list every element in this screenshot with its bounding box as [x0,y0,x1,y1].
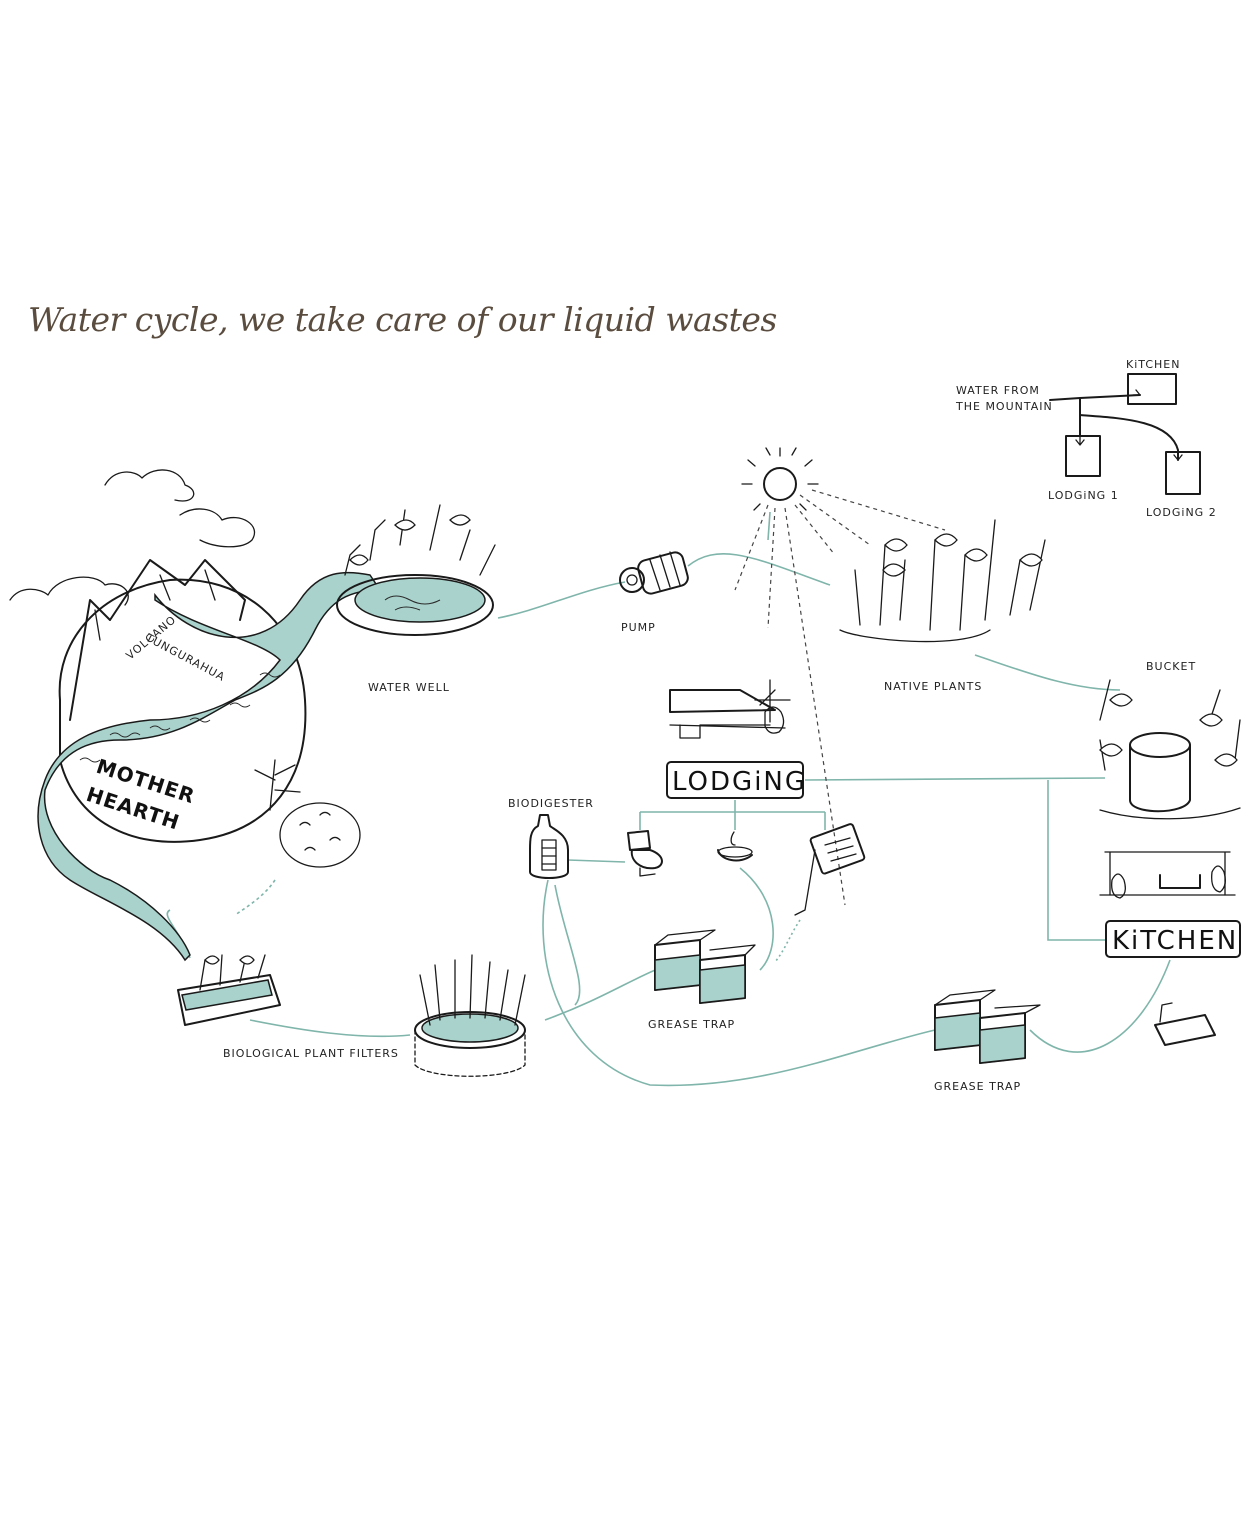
bucket-icon: BUCKET [1099,660,1241,820]
inset-schematic: WATER FROM THE MOUNTAIN KiTCHEN LODGiNG … [955,358,1217,519]
inset-source-label: WATER FROM [956,384,1040,397]
biodigester-label: BIODIGESTER [508,797,594,810]
kitchen-sink-icon [1154,1002,1216,1046]
kitchen-box: KiTCHEN [1105,920,1241,958]
grease-trap-2-icon: GREASE TRAP [934,989,1041,1093]
water-well-icon: WATER WELL [336,504,496,694]
kitchen-label: KiTCHEN [1112,926,1238,956]
sink-icon [717,831,753,862]
water-well-label: WATER WELL [368,681,450,694]
reed-bed-icon [414,954,526,1077]
grease-trap-2-label: GREASE TRAP [934,1080,1021,1093]
lodging-box: LODGiNG [666,761,807,799]
biodigester-icon: BIODIGESTER [508,797,594,879]
native-plants-label: NATIVE PLANTS [884,680,982,693]
inset-lodging-2-label: LODGiNG 2 [1146,506,1217,519]
flow-lines [166,553,1171,1087]
bucket-label: BUCKET [1146,660,1196,673]
lodging-label: LODGiNG [672,767,807,797]
pump-icon: PUMP [619,551,689,634]
lodging-building-icon [669,679,791,739]
grease-trap-1-icon: GREASE TRAP [648,929,756,1031]
native-plants-icon: NATIVE PLANTS [839,519,1046,693]
inset-lodging-1-label: LODGiNG 1 [1048,489,1119,502]
kitchen-building-icon [1099,851,1236,899]
toilet-icon [627,830,663,877]
shrub-icon [234,759,361,916]
biological-plant-filters-label: BIOLOGICAL PLANT FILTERS [223,1047,399,1060]
shower-icon [774,823,866,963]
cloud-icon [9,469,255,606]
grease-trap-1-label: GREASE TRAP [648,1018,735,1031]
biological-plant-filter-box: BIOLOGICAL PLANT FILTERS [177,954,399,1060]
inset-kitchen-label: KiTCHEN [1126,358,1180,371]
inset-source-label-2: THE MOUNTAIN [955,400,1053,413]
mother-hearth-globe: TUNGURAHUA VOLCANO MOTHER HEARTH [37,559,382,962]
pump-label: PUMP [621,621,656,634]
page-title: Water cycle, we take care of our liquid … [28,300,777,339]
sun-icon [734,447,946,906]
